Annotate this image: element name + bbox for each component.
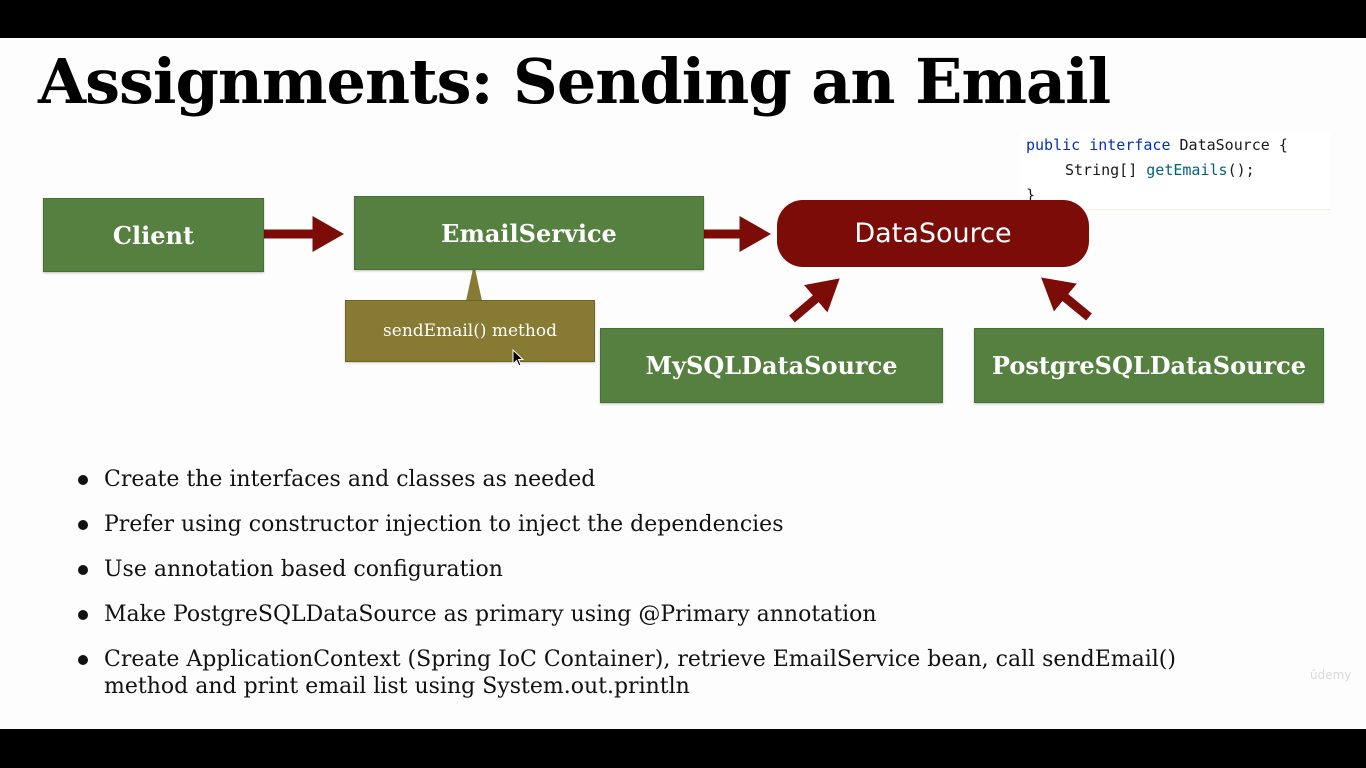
code-snippet: public interface DataSource { String[] g… <box>1020 133 1330 210</box>
arrow-mysql-to-datasource <box>789 278 840 323</box>
bullet-item: Create the interfaces and classes as nee… <box>78 466 1234 493</box>
code-line-1: public interface DataSource { <box>1020 133 1330 158</box>
mouse-cursor-icon <box>512 349 525 367</box>
bullet-item: Create ApplicationContext (Spring IoC Co… <box>78 646 1234 700</box>
mysql-datasource-box: MySQLDataSource <box>600 328 943 403</box>
code-return-type: String[] <box>1065 161 1138 179</box>
code-interface-name: DataSource { <box>1179 136 1288 154</box>
code-method-rest: (); <box>1227 161 1255 179</box>
udemy-watermark: ûdemy <box>1310 668 1352 682</box>
assignment-list: Create the interfaces and classes as nee… <box>78 466 1234 718</box>
client-box: Client <box>43 198 264 272</box>
postgres-datasource-box: PostgreSQLDataSource <box>974 328 1324 403</box>
code-keyword-public: public <box>1026 136 1081 154</box>
code-method-name: getEmails <box>1146 161 1228 179</box>
emailservice-box: EmailService <box>354 196 704 270</box>
bullet-item: Use annotation based configuration <box>78 556 1234 583</box>
code-keyword-interface: interface <box>1089 136 1171 154</box>
callout-pointer <box>466 264 482 301</box>
slide-title: Assignments: Sending an Email <box>38 45 1111 118</box>
code-line-2: String[] getEmails(); <box>1020 158 1330 183</box>
slide: Assignments: Sending an Email public int… <box>0 38 1366 729</box>
bullet-item: Prefer using constructor injection to in… <box>78 511 1234 538</box>
send-email-note: sendEmail() method <box>345 300 595 362</box>
diagram-arrows <box>262 216 1092 323</box>
arrow-postgres-to-datasource <box>1041 277 1092 321</box>
datasource-box: DataSource <box>777 200 1089 267</box>
code-line-3: } <box>1026 186 1036 204</box>
bullet-item: Make PostgreSQLDataSource as primary usi… <box>78 601 1234 628</box>
